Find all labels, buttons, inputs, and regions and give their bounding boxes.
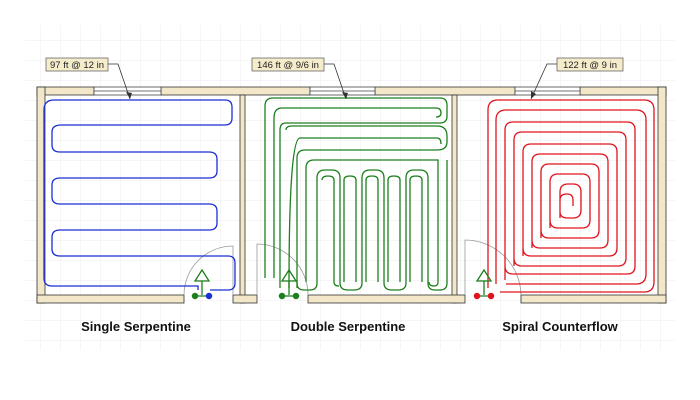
callout-2-text: 146 ft @ 9/6 in: [257, 60, 319, 71]
wall-partition-1: [239, 94, 246, 304]
wall-partition-2: [451, 94, 458, 304]
wall-bottom-3: [307, 294, 466, 304]
wall-top-4: [579, 86, 667, 96]
manifold-2: [278, 268, 300, 300]
callout-3: 122 ft @ 9 in: [530, 57, 624, 100]
double-serpentine-pipe: [264, 97, 448, 291]
door-1: [183, 245, 234, 296]
wall-top-3: [374, 86, 516, 96]
label-double-serpentine: Double Serpentine: [291, 319, 406, 334]
callout-2: 146 ft @ 9/6 in: [251, 57, 348, 100]
wall-top-1: [36, 86, 95, 96]
door-2: [256, 243, 309, 296]
manifold-3: [473, 268, 495, 300]
wall-bottom-1: [36, 294, 185, 304]
callout-1-text: 97 ft @ 12 in: [50, 60, 104, 71]
walls: [36, 86, 667, 304]
single-serpentine-pipe: [43, 99, 236, 291]
label-single-serpentine: Single Serpentine: [81, 319, 191, 334]
callout-3-text: 122 ft @ 9 in: [563, 60, 617, 71]
wall-bottom-4: [520, 294, 667, 304]
manifold-1: [191, 268, 213, 300]
wall-right: [657, 86, 667, 304]
label-spiral-counterflow: Spiral Counterflow: [502, 319, 618, 334]
spiral-counterflow-pipe: [487, 99, 655, 293]
callout-1: 97 ft @ 12 in: [45, 57, 132, 100]
wall-top-2: [160, 86, 311, 96]
wall-bottom-2: [232, 294, 258, 304]
